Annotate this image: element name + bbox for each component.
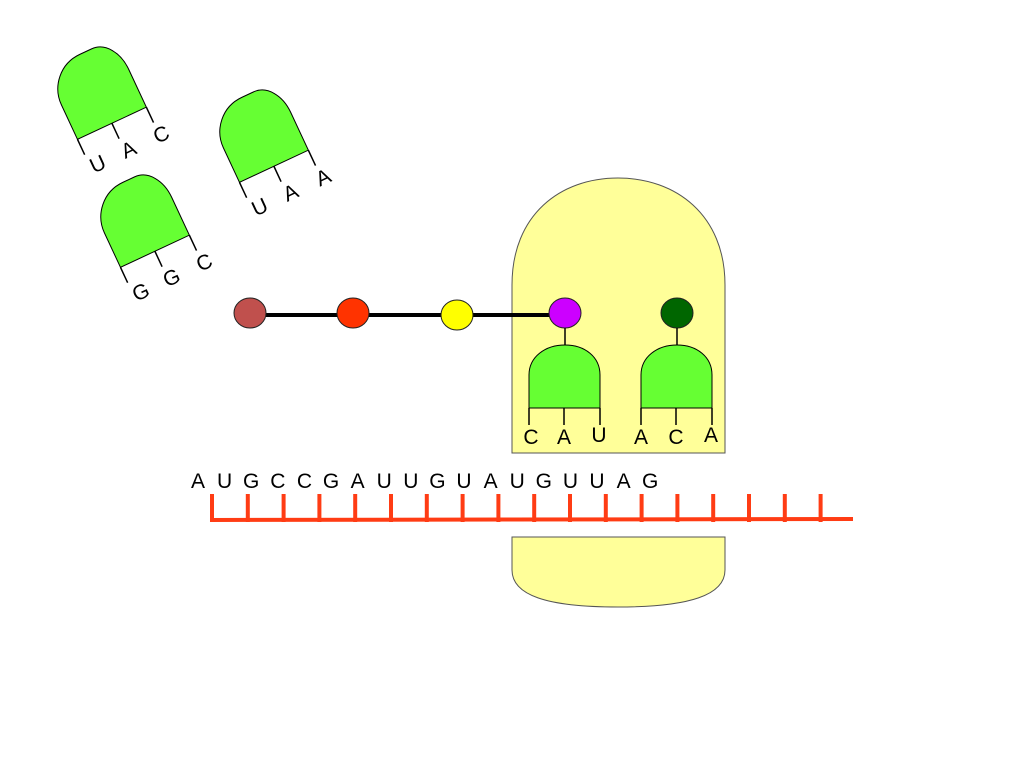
amino-acid-red [336, 297, 370, 329]
mrna-base: C [297, 470, 312, 493]
mrna-base: U [563, 470, 578, 493]
trna-stem [119, 266, 129, 284]
trna-stem [188, 234, 198, 251]
trna-stem [238, 181, 248, 199]
trna-body [219, 89, 310, 183]
anticodon-base: C [668, 426, 683, 449]
free-trna: G G C [100, 174, 216, 307]
anticodon-base: A [118, 137, 140, 164]
trna-body [528, 344, 601, 409]
mrna-base: G [536, 470, 552, 493]
mrna-base: G [429, 470, 445, 493]
mrna-backbone [209, 517, 854, 522]
anticodon-base: G [129, 279, 154, 307]
amino-acid-brown [233, 297, 267, 329]
trna-stem [111, 122, 120, 139]
anticodon-base: A [280, 180, 302, 207]
trna-body [100, 174, 191, 268]
amino-acid-yellow [440, 299, 474, 331]
trna-stem [76, 138, 86, 156]
free-trna: U A A [219, 89, 335, 221]
amino-acid-green [660, 297, 694, 329]
anticodon-base: U [248, 194, 271, 221]
trna-stem [307, 149, 317, 166]
mrna-base: U [217, 470, 232, 493]
mrna-base: A [617, 470, 631, 493]
mrna-base: G [243, 470, 259, 493]
mrna-base: C [270, 470, 285, 493]
mrna-base: U [377, 470, 392, 493]
anticodon-base: U [591, 424, 606, 447]
anticodon-base: A [634, 426, 648, 449]
mrna-strand [209, 494, 854, 522]
anticodon-base: C [150, 121, 173, 148]
bound-trna: A C A [634, 328, 718, 449]
anticodon-base: G [160, 264, 185, 292]
mrna-base: A [351, 470, 365, 493]
mrna-base: A [191, 470, 205, 493]
mrna-base: A [484, 470, 498, 493]
ribosome-small-subunit [511, 536, 726, 608]
trna-stem [145, 106, 155, 123]
anticodon-base: C [193, 249, 216, 276]
anticodon-base: A [312, 165, 334, 192]
mrna-base: U [510, 470, 525, 493]
mrna-base: U [456, 470, 471, 493]
bound-trna: C A U [523, 328, 607, 449]
mrna-base: U [403, 470, 418, 493]
anticodon-base: A [557, 426, 571, 449]
free-trna: U A C [57, 46, 173, 178]
anticodon-base: U [86, 151, 109, 178]
trna-body [57, 46, 148, 140]
trna-stem [273, 165, 282, 182]
mrna-base: G [642, 470, 658, 493]
anticodon-base: A [704, 424, 718, 447]
amino-acid-purple [548, 297, 582, 329]
mrna-base: G [323, 470, 339, 493]
trna-stem [154, 250, 163, 267]
anticodon-base: C [523, 426, 538, 449]
mrna-base: U [589, 470, 604, 493]
trna-body [640, 344, 713, 409]
